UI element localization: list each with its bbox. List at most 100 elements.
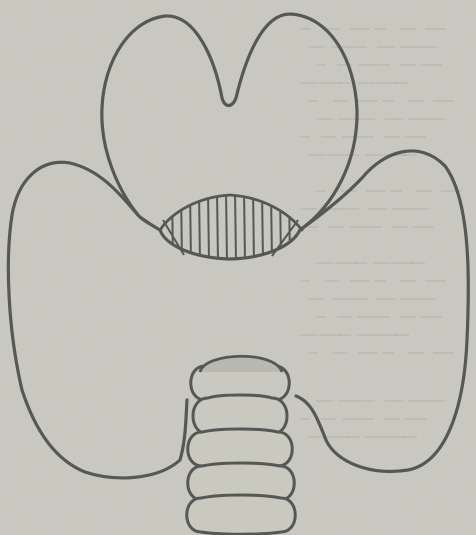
show-through-mark — [371, 226, 382, 228]
show-through-mark — [358, 352, 378, 354]
show-through-mark — [325, 280, 340, 282]
show-through-mark — [357, 334, 375, 336]
show-through-mark — [392, 208, 415, 210]
hatch-line — [208, 190, 209, 262]
show-through-mark — [383, 100, 394, 102]
show-through-mark — [377, 46, 395, 48]
show-through-mark — [308, 46, 325, 48]
show-through-mark — [316, 316, 326, 318]
show-through-mark — [365, 154, 383, 156]
show-through-mark — [400, 28, 416, 30]
show-through-mark — [354, 298, 367, 300]
show-through-mark — [316, 190, 326, 192]
show-through-mark — [383, 352, 394, 354]
show-through-mark — [300, 28, 310, 30]
show-through-mark — [342, 418, 362, 420]
show-through-mark — [373, 262, 391, 264]
show-through-mark — [403, 436, 417, 438]
show-through-mark — [362, 400, 375, 402]
show-through-mark — [308, 154, 325, 156]
show-through-mark — [408, 400, 431, 402]
show-through-mark — [363, 136, 374, 138]
show-through-mark — [375, 280, 386, 282]
show-through-mark — [331, 298, 353, 300]
show-through-mark — [350, 28, 370, 30]
show-through-mark — [327, 436, 349, 438]
show-through-mark — [308, 436, 325, 438]
show-through-mark — [300, 136, 310, 138]
show-through-mark — [339, 400, 361, 402]
show-through-mark — [308, 298, 325, 300]
show-through-mark — [425, 280, 446, 282]
show-through-mark — [384, 418, 400, 420]
show-through-mark — [350, 280, 370, 282]
show-through-mark — [337, 316, 352, 318]
show-through-mark — [319, 334, 341, 336]
show-through-mark — [319, 82, 341, 84]
show-through-mark — [395, 82, 409, 84]
show-through-mark — [321, 418, 336, 420]
show-through-mark — [423, 298, 437, 300]
show-through-mark — [350, 226, 370, 228]
show-through-mark — [338, 334, 351, 336]
show-through-mark — [433, 352, 454, 354]
show-through-mark — [365, 436, 383, 438]
show-through-mark — [375, 28, 386, 30]
show-through-mark — [316, 262, 333, 264]
show-through-mark — [300, 418, 310, 420]
show-through-mark — [377, 298, 395, 300]
show-through-mark — [400, 46, 423, 48]
show-through-mark — [308, 100, 318, 102]
show-through-mark — [363, 418, 374, 420]
show-through-mark — [421, 64, 442, 66]
show-through-mark — [379, 316, 390, 318]
show-through-mark — [335, 262, 357, 264]
show-through-mark — [300, 334, 317, 336]
show-through-mark — [300, 82, 317, 84]
show-through-mark — [416, 190, 432, 192]
show-through-mark — [433, 100, 454, 102]
show-through-mark — [408, 352, 424, 354]
ring-stack — [187, 356, 296, 534]
show-through-mark — [385, 118, 403, 120]
show-through-mark — [400, 316, 416, 318]
show-through-mark — [321, 136, 336, 138]
show-through-mark — [400, 64, 416, 66]
show-through-mark — [329, 226, 344, 228]
show-through-mark — [357, 82, 375, 84]
show-through-mark — [395, 334, 409, 336]
show-through-mark — [408, 118, 431, 120]
show-through-mark — [316, 118, 333, 120]
show-through-mark — [333, 100, 348, 102]
show-through-mark — [358, 64, 378, 66]
show-through-mark — [346, 208, 359, 210]
show-through-mark — [369, 208, 387, 210]
show-through-mark — [333, 352, 348, 354]
show-through-mark — [411, 262, 425, 264]
show-through-mark — [415, 208, 429, 210]
show-through-mark — [431, 118, 445, 120]
show-through-mark — [346, 436, 359, 438]
hatch-line — [226, 190, 227, 262]
show-through-mark — [431, 400, 445, 402]
ring-5 — [187, 495, 296, 534]
show-through-mark — [342, 136, 362, 138]
show-through-mark — [300, 208, 317, 210]
show-through-mark — [400, 298, 423, 300]
show-through-mark — [358, 316, 378, 318]
show-through-mark — [308, 352, 318, 354]
show-through-mark — [405, 418, 426, 420]
show-through-mark — [408, 100, 424, 102]
show-through-mark — [413, 226, 434, 228]
show-through-mark — [423, 46, 437, 48]
show-through-mark — [331, 46, 353, 48]
hatch-line — [253, 190, 254, 262]
show-through-mark — [354, 46, 367, 48]
show-through-mark — [392, 226, 408, 228]
hatch-line — [217, 190, 218, 262]
show-through-mark — [358, 100, 378, 102]
show-through-mark — [400, 280, 416, 282]
show-through-mark — [316, 64, 326, 66]
